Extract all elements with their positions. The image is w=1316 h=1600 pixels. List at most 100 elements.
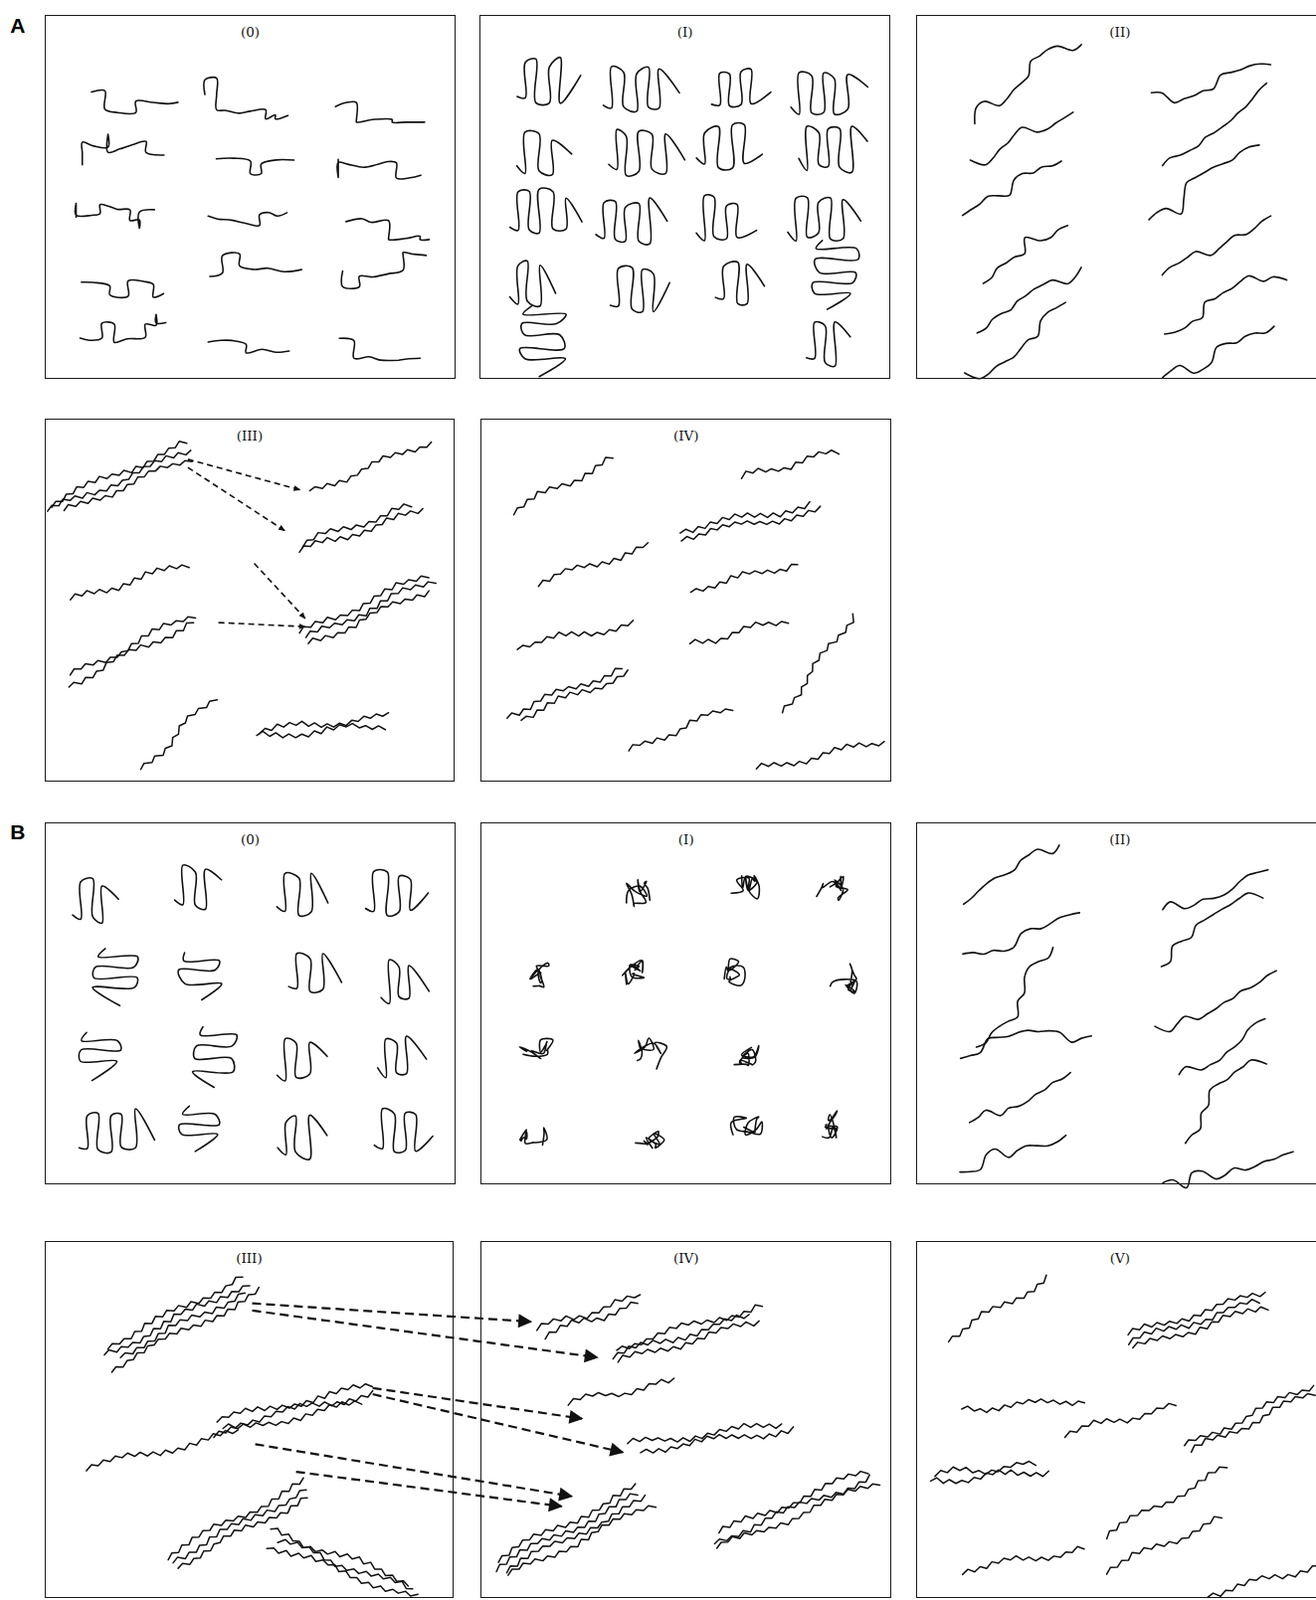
polymer-chain — [507, 668, 623, 719]
polymer-chain — [517, 130, 572, 176]
polymer-chain — [715, 261, 764, 306]
stage-label: (I) — [480, 23, 890, 40]
polymer-chain — [178, 1498, 308, 1569]
polymer-chain — [822, 1111, 838, 1138]
polymer-chain — [969, 1073, 1071, 1124]
stage-panel: (0) — [44, 822, 456, 1184]
polymer-chain — [277, 1539, 413, 1590]
polymer-chain — [959, 1135, 1067, 1173]
stage-label: (II) — [917, 831, 1316, 848]
polymer-chain — [627, 1424, 782, 1445]
polymer-chain — [1178, 1018, 1266, 1075]
polymer-chain — [175, 865, 222, 911]
transition-arrow — [188, 467, 286, 532]
polymer-chain — [1164, 275, 1288, 335]
polymer-chain — [366, 869, 429, 917]
polymer-chain — [302, 504, 412, 548]
stage-panel: (III) — [44, 1241, 454, 1599]
polymer-chain — [510, 188, 582, 234]
polymer-chain — [787, 195, 861, 241]
polymer-chain — [1128, 1293, 1266, 1336]
polymer-chain — [608, 129, 686, 177]
panel-letter: A — [9, 13, 25, 38]
polymer-chain — [811, 240, 860, 310]
polymer-chain — [960, 1030, 1093, 1059]
polymer-chain — [790, 71, 868, 115]
polymer-chain — [75, 202, 156, 228]
polymer-chain — [961, 1399, 1085, 1414]
polymer-chain — [696, 194, 757, 241]
polymer-chain — [520, 1128, 549, 1145]
polymer-chain — [1162, 326, 1275, 377]
polymer-chain — [377, 1036, 427, 1079]
polymer-chain — [1154, 970, 1277, 1032]
transition-arrow — [373, 1388, 582, 1420]
polymer-chain — [63, 460, 192, 511]
polymer-chain — [755, 742, 885, 770]
stage-panel: (IV) — [480, 1241, 892, 1599]
polymer-chain — [969, 112, 1073, 166]
polymer-chain — [276, 873, 328, 918]
polymer-chain — [681, 506, 821, 542]
polymer-chain — [277, 1038, 328, 1082]
stage-panel: (II) — [916, 822, 1316, 1184]
polymer-chain — [92, 948, 139, 1006]
polymer-chain — [203, 77, 288, 120]
polymer-chain — [299, 575, 429, 633]
stage-panel: (I) — [480, 822, 892, 1184]
polymer-chain — [711, 68, 771, 108]
polymer-chain — [635, 1131, 665, 1149]
transition-arrow — [252, 1311, 598, 1358]
transition-arrow — [252, 1304, 532, 1322]
polymer-chain — [178, 952, 222, 1001]
polymer-chain — [962, 913, 1080, 955]
polymer-chain — [714, 1475, 870, 1544]
polymer-chain — [104, 1286, 250, 1355]
stage-label: (I) — [481, 831, 891, 848]
polymer-chain — [948, 1275, 1047, 1342]
polymer-chain — [70, 616, 196, 676]
polymer-chain — [690, 564, 797, 593]
stage-label: (0) — [45, 831, 455, 848]
polymer-chain — [517, 57, 581, 106]
polymer-chain — [519, 306, 566, 377]
stage-label: (III) — [45, 1250, 453, 1267]
polymer-chain — [617, 1320, 759, 1363]
polymer-chain — [545, 1302, 638, 1339]
transition-arrow — [255, 1444, 572, 1497]
polymer-chain — [610, 265, 671, 313]
polymer-chain — [277, 1115, 328, 1160]
polymer-chain — [717, 1484, 881, 1549]
panel-letter: B — [9, 820, 25, 845]
polymer-chain — [70, 564, 189, 600]
polymer-chain — [86, 1430, 239, 1472]
stage-panel: (III) — [44, 418, 455, 782]
polymer-chain — [1161, 893, 1264, 967]
polymer-chain — [816, 876, 848, 901]
polymer-chain — [78, 1032, 122, 1081]
polymer-chain — [496, 1494, 638, 1572]
stage-label: (V) — [917, 1250, 1316, 1267]
transition-arrow — [188, 459, 301, 491]
polymer-chain — [626, 880, 651, 908]
polymer-chain — [830, 963, 858, 994]
stage-panel: (V) — [916, 1241, 1316, 1599]
polymer-chain — [628, 709, 734, 752]
polymer-chain — [982, 225, 1068, 284]
transition-arrow — [373, 1394, 623, 1454]
polymer-chain — [1162, 870, 1269, 911]
polymer-chain — [640, 1427, 794, 1454]
polymer-chain — [806, 322, 851, 368]
polymer-chain — [719, 1472, 869, 1534]
transition-arrow — [254, 564, 306, 619]
polymer-chain — [1161, 215, 1271, 275]
polymer-chain — [530, 962, 550, 987]
polymer-chain — [306, 581, 437, 638]
polymer-chain — [107, 1277, 242, 1349]
polymer-chain — [976, 267, 1082, 334]
polymer-chain — [346, 218, 430, 240]
polymer-chain — [207, 212, 287, 227]
stage-panel: (0) — [44, 14, 456, 378]
polymer-chain — [689, 621, 788, 644]
stage-label: (IV) — [481, 1250, 891, 1267]
